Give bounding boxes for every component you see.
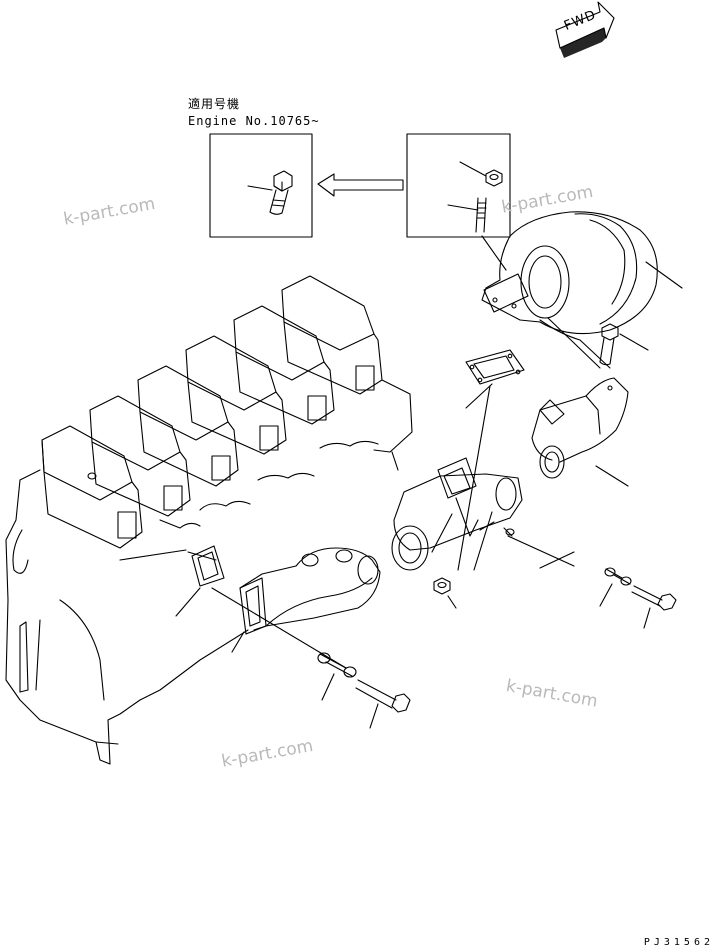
left-manifold	[187, 547, 381, 653]
applicability-heading: 適用号機	[188, 97, 241, 111]
callout-box-old	[406, 133, 511, 238]
nut-icon	[485, 169, 503, 187]
change-arrow-icon	[317, 173, 404, 197]
cylinder-head-2	[89, 395, 191, 517]
leader-stud	[481, 235, 507, 271]
cylinder-head-4	[185, 335, 287, 455]
nut-center	[433, 577, 457, 609]
callout-box-new	[209, 133, 313, 238]
fwd-arrow-icon	[555, 1, 615, 58]
turbo-bolt	[599, 323, 649, 366]
gasket-left	[175, 545, 225, 617]
turbocharger	[481, 211, 683, 369]
cylinder-head-1	[41, 425, 143, 549]
bolt-left	[211, 587, 411, 729]
cylinder-head-5	[233, 305, 335, 425]
drawing-number: PJ31562	[643, 937, 714, 948]
leader-lines	[431, 317, 601, 571]
spacer-left	[317, 652, 357, 701]
bolt-icon	[269, 170, 293, 215]
center-manifold	[391, 385, 575, 571]
gasket-upper	[465, 349, 525, 409]
cylinder-head-6	[281, 275, 383, 395]
engine-block	[5, 275, 413, 765]
spacer-right	[599, 567, 632, 607]
applicability-serial: Engine No.10765~	[188, 114, 320, 128]
elbow-outlet	[531, 377, 629, 487]
applicability-note: 適用号機 Engine No.10765~	[188, 96, 320, 130]
bolt-right	[631, 585, 677, 629]
cylinder-head-3	[137, 365, 239, 487]
stud-icon	[475, 197, 487, 233]
